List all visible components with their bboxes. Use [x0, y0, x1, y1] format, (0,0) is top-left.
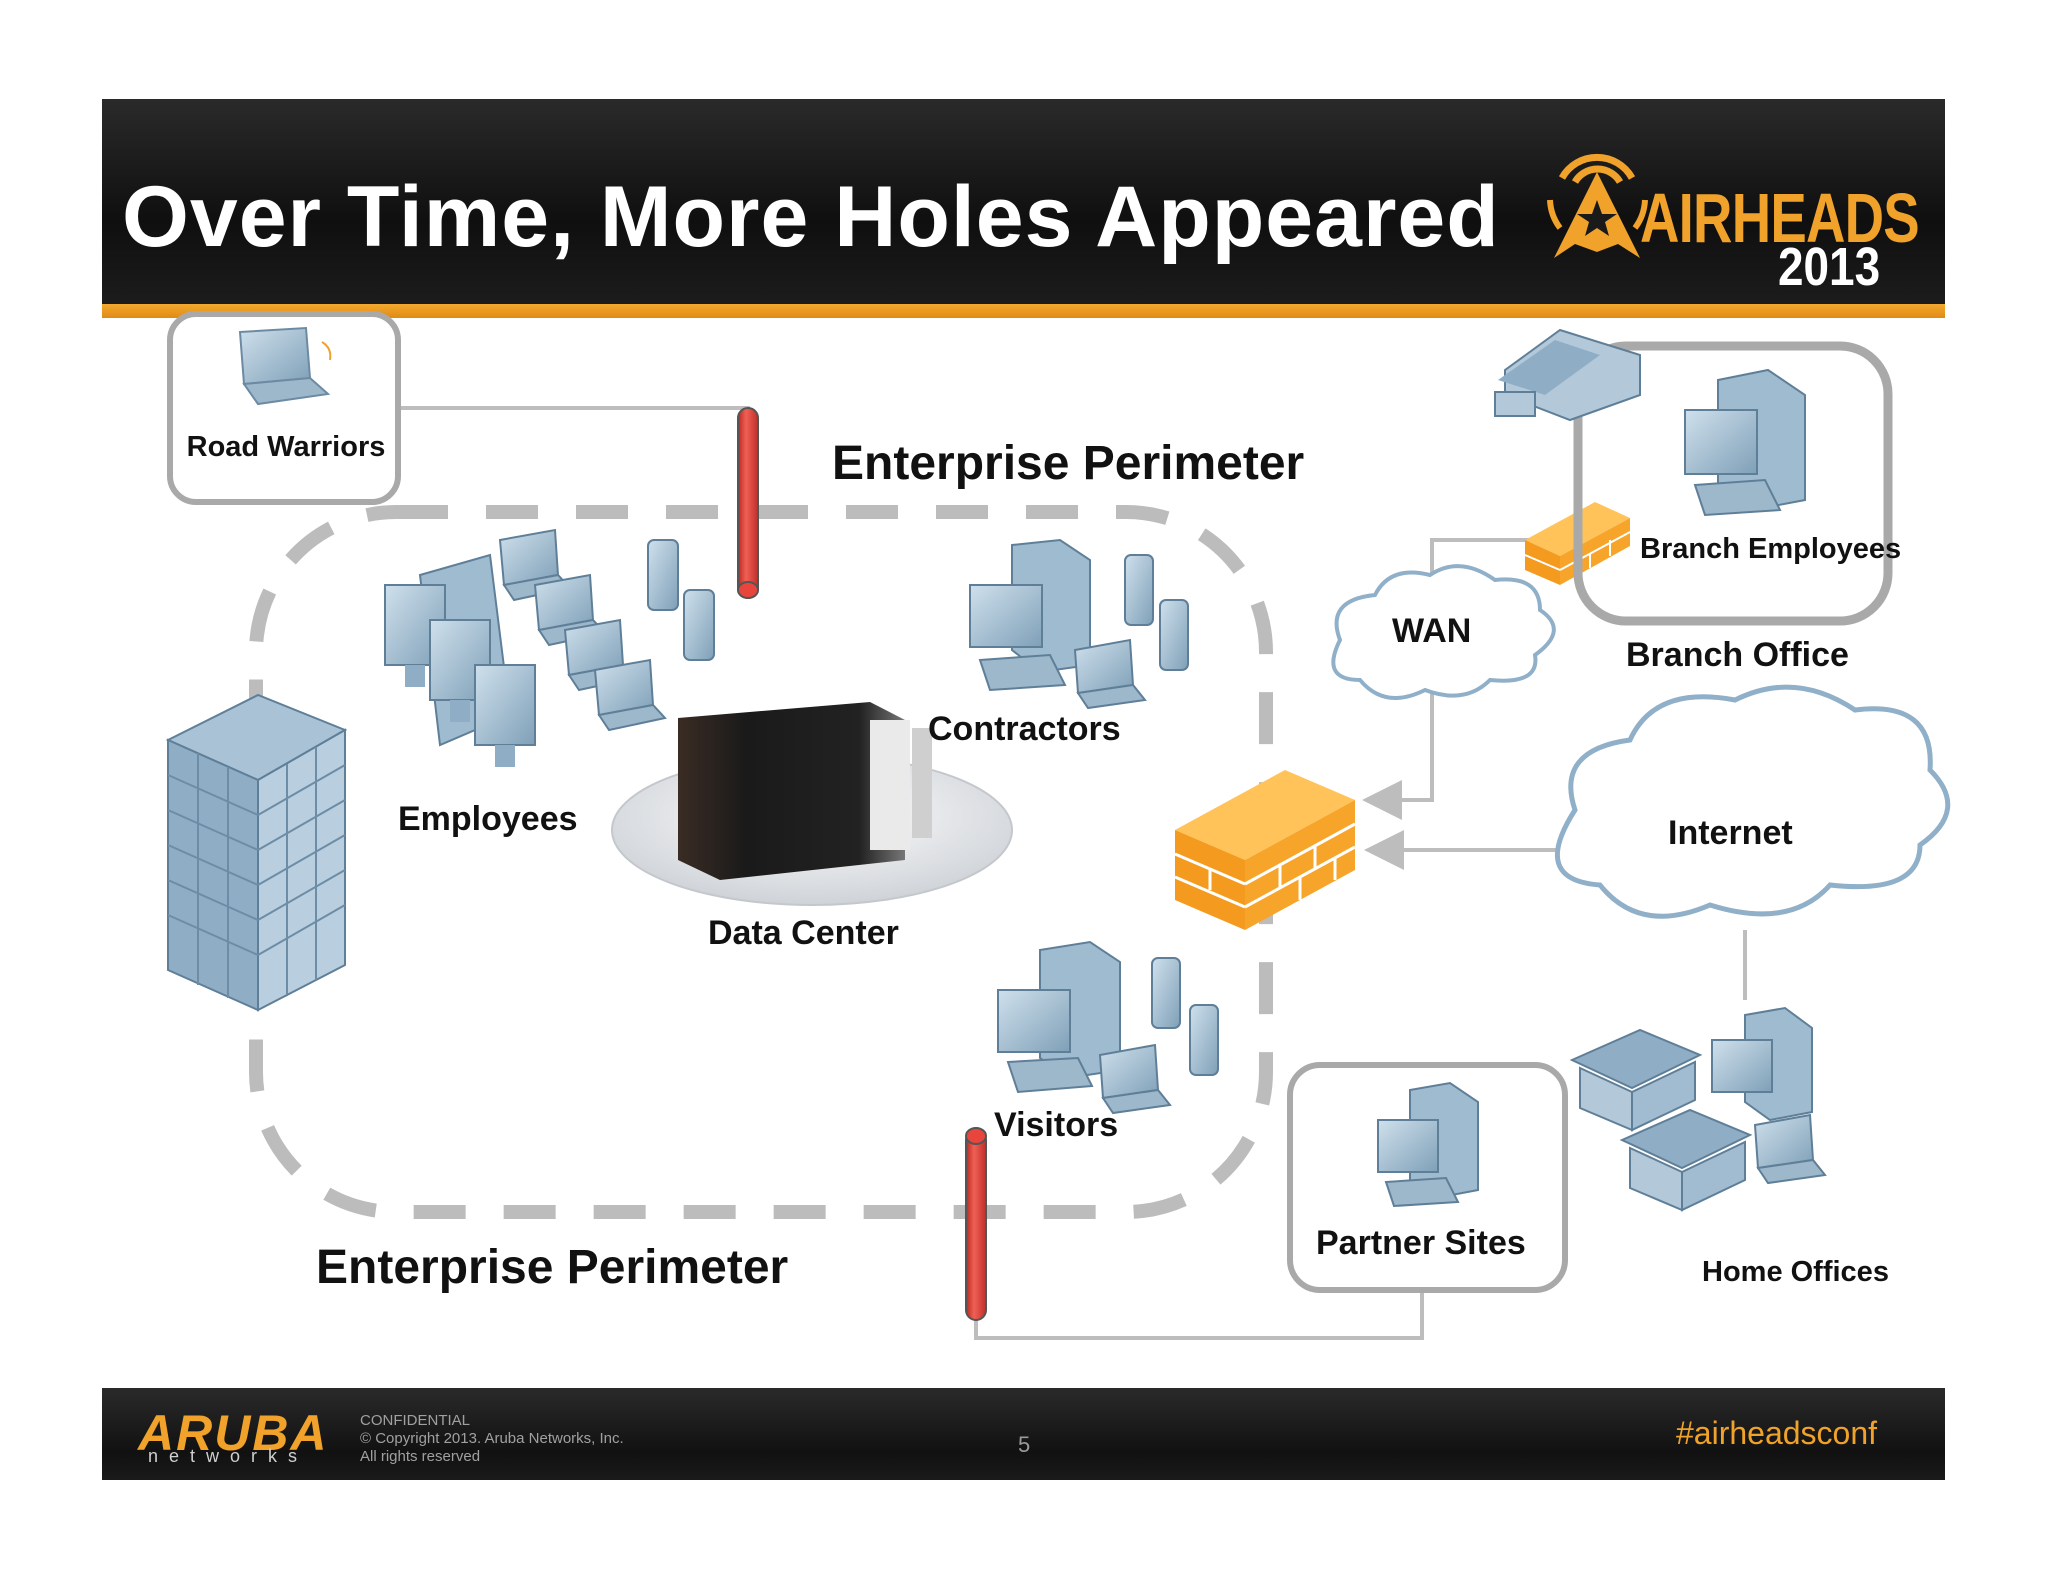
tunnel-top	[737, 407, 759, 599]
antenna-icon	[1547, 153, 1648, 258]
header-stripe	[102, 304, 1945, 318]
wan-label: WAN	[1392, 612, 1472, 650]
employees-devices	[384, 528, 715, 767]
branch-office-label: Branch Office	[1626, 636, 1849, 674]
home-offices-label: Home Offices	[1702, 1256, 1889, 1288]
data-center-label: Data Center	[708, 914, 899, 952]
server-icon	[1377, 1081, 1479, 1208]
brand-year: 2013	[1778, 237, 1881, 297]
visitors-devices	[997, 940, 1219, 1115]
visitors-label: Visitors	[994, 1106, 1119, 1144]
phone-icon	[683, 589, 715, 661]
perimeter-label-top: Enterprise Perimeter	[832, 437, 1305, 490]
house-icon	[1494, 328, 1641, 422]
tunnel-bottom	[965, 1127, 987, 1321]
phone-icon	[647, 539, 679, 611]
rights-text: All rights reserved	[360, 1448, 481, 1465]
partner-sites-label: Partner Sites	[1316, 1224, 1526, 1262]
employees-label: Employees	[398, 800, 578, 838]
page-title: Over Time, More Holes Appeared	[122, 169, 1500, 265]
cloud-icon	[1331, 564, 1556, 700]
road-warriors-box	[167, 311, 401, 505]
header-bar	[102, 99, 1945, 304]
server-icon	[1684, 368, 1806, 517]
laptop-icon	[1753, 1113, 1827, 1185]
aruba-logo: ARUBA	[138, 1405, 329, 1461]
house-icon	[1569, 1028, 1703, 1132]
perimeter-label-bottom: Enterprise Perimeter	[316, 1241, 789, 1294]
internet-label: Internet	[1668, 814, 1793, 852]
building-icon	[165, 693, 348, 1012]
contractors-devices	[969, 538, 1189, 710]
brand-word: AIRHEADS	[1640, 179, 1920, 257]
contractors-label: Contractors	[928, 710, 1121, 748]
hashtag: #airheadsconf	[1676, 1415, 1878, 1451]
aruba-logo-sub: networks	[148, 1446, 309, 1466]
branch-office-box	[1573, 341, 1893, 626]
server-icon	[1711, 1006, 1813, 1122]
copyright-text: © Copyright 2013. Aruba Networks, Inc.	[360, 1430, 624, 1447]
road-warriors-label: Road Warriors	[186, 431, 386, 463]
confidential-text: CONFIDENTIAL	[360, 1412, 471, 1429]
data-center-icon	[611, 702, 1013, 906]
firewall-icon	[1174, 770, 1356, 930]
laptop-icon	[238, 326, 332, 406]
cloud-icon	[1554, 684, 1951, 919]
page-number: 5	[1018, 1432, 1031, 1457]
footer-bar	[102, 1388, 1945, 1480]
house-icon	[1619, 1108, 1753, 1212]
footer-legal: CONFIDENTIAL © Copyright 2013. Aruba Net…	[360, 1412, 624, 1466]
branch-employees-label: Branch Employees	[1640, 533, 1902, 565]
